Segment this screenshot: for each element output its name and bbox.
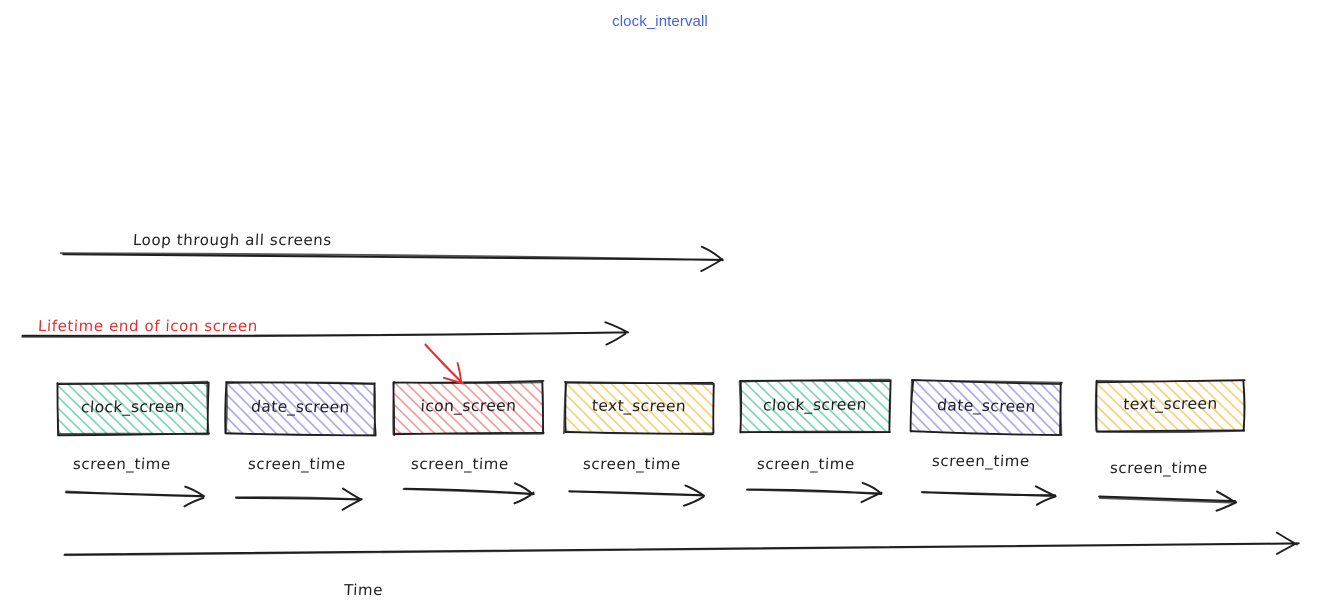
- page-title: clock_intervall: [612, 13, 708, 30]
- screen-time-arrow: [234, 487, 363, 511]
- lifetime-annotation-arrow: [21, 321, 630, 346]
- screen-box[interactable]: [909, 378, 1063, 436]
- screen-time-arrow: [921, 485, 1057, 506]
- lifetime-pointer: [424, 343, 465, 385]
- time-axis: [63, 531, 1300, 557]
- screen-boxes: [56, 378, 1246, 437]
- screen-box[interactable]: [392, 379, 545, 436]
- screen-box[interactable]: [56, 380, 210, 437]
- screen-time-arrow: [65, 485, 205, 508]
- screen-time-arrow: [1098, 490, 1238, 512]
- screen-box[interactable]: [563, 380, 715, 436]
- screen-box[interactable]: [224, 381, 377, 437]
- screen-time-arrow: [746, 481, 883, 504]
- loop-annotation-arrow: [59, 245, 724, 273]
- screen-time-arrow: [568, 484, 706, 507]
- screen-box[interactable]: [738, 378, 892, 434]
- screen-box[interactable]: [1094, 379, 1246, 434]
- screen-time-arrow: [402, 482, 535, 505]
